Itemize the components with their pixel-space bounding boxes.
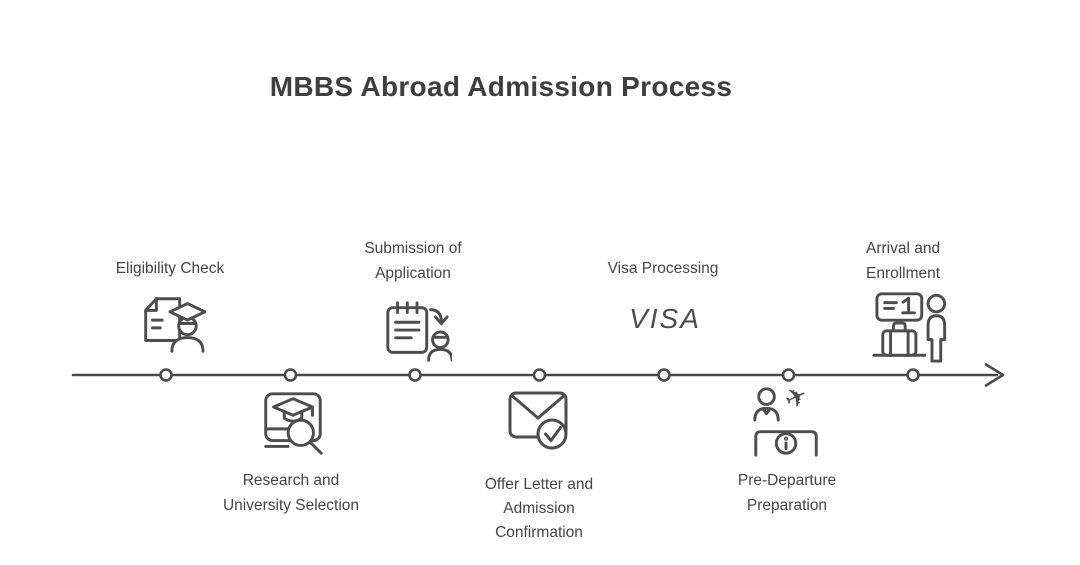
step-label-research-university-selection: Research and University Selection <box>222 472 360 514</box>
timeline-node-dot <box>283 368 298 382</box>
timeline-node-dot <box>532 368 547 382</box>
timeline-node-dot <box>408 368 422 382</box>
step-label-offer-letter-admission-confirmation: Offer Letter and Admission Confirmation <box>484 476 594 541</box>
arrival-luggage-icon <box>872 292 947 363</box>
university-search-icon <box>264 392 323 455</box>
offer-letter-check-icon <box>508 391 568 450</box>
airplane-icon: ✈ <box>780 383 813 417</box>
step-label-submission-of-application: Submission of Application <box>364 240 462 282</box>
step-label-eligibility-check: Eligibility Check <box>115 260 225 277</box>
timeline-node-dot <box>657 368 671 382</box>
visa-text-icon: VISA <box>629 303 701 334</box>
step-label-visa-processing: Visa Processing <box>607 260 719 277</box>
timeline-node-dot <box>906 368 920 382</box>
page-title: MBBS Abroad Admission Process <box>269 70 733 102</box>
step-label-pre-departure-preparation: Pre-Departure Preparation <box>737 472 837 514</box>
timeline-axis <box>71 363 1005 387</box>
timeline-node-dot <box>781 368 796 382</box>
application-submit-icon <box>386 301 452 362</box>
pre-departure-info-icon: ✈ <box>753 383 818 457</box>
document-graduate-icon <box>144 297 206 353</box>
timeline-node-dot <box>159 368 173 382</box>
step-label-arrival-enrollment: Arrival and Enrollment <box>866 240 941 282</box>
timeline-arrowhead-icon <box>984 363 1005 387</box>
